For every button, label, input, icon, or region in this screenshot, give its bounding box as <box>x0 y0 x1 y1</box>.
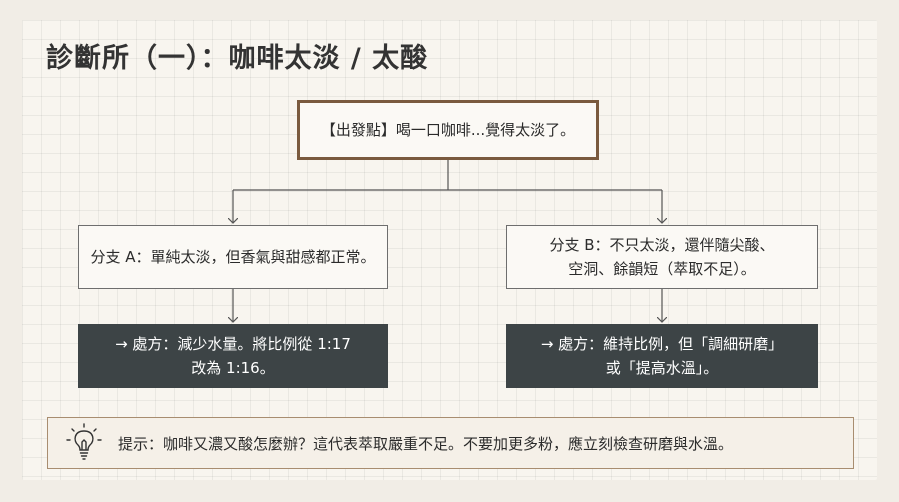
remedy-b-line1: → 處方：維持比例，但「調細研磨」 <box>540 335 784 353</box>
start-node-text: 【出發點】喝一口咖啡...覺得太淡了。 <box>320 121 576 139</box>
tip-text: 提示：咖啡又濃又酸怎麼辦？這代表萃取嚴重不足。不要加更多粉，應立刻檢查研磨與水溫… <box>118 434 734 453</box>
page-title: 診斷所（一）：咖啡太淡 / 太酸 <box>46 43 429 74</box>
branch-b-text-line2: 空洞、餘韻短（萃取不足）。 <box>568 260 756 278</box>
lightbulb-icon <box>66 423 102 460</box>
branch-b-text-line1: 分支 B：不只太淡，還伴隨尖酸、 <box>549 236 775 254</box>
remedy-a-line1: → 處方：減少水量。將比例從 1:17 <box>115 335 351 353</box>
branch-a-text: 分支 A：單純太淡，但香氣與甜感都正常。 <box>90 248 376 266</box>
remedy-a-node: → 處方：減少水量。將比例從 1:17 改為 1:16。 <box>78 324 388 388</box>
remedy-b-line2: 或「提高水溫」。 <box>605 359 719 377</box>
branch-b-node: 分支 B：不只太淡，還伴隨尖酸、 空洞、餘韻短（萃取不足）。 <box>506 225 818 289</box>
start-node: 【出發點】喝一口咖啡...覺得太淡了。 <box>297 100 599 160</box>
remedy-b-node: → 處方：維持比例，但「調細研磨」 或「提高水溫」。 <box>506 324 818 388</box>
tip-box: 提示：咖啡又濃又酸怎麼辦？這代表萃取嚴重不足。不要加更多粉，應立刻檢查研磨與水溫… <box>47 417 854 469</box>
remedy-a-line2: 改為 1:16。 <box>191 359 275 377</box>
branch-a-node: 分支 A：單純太淡，但香氣與甜感都正常。 <box>78 225 388 289</box>
